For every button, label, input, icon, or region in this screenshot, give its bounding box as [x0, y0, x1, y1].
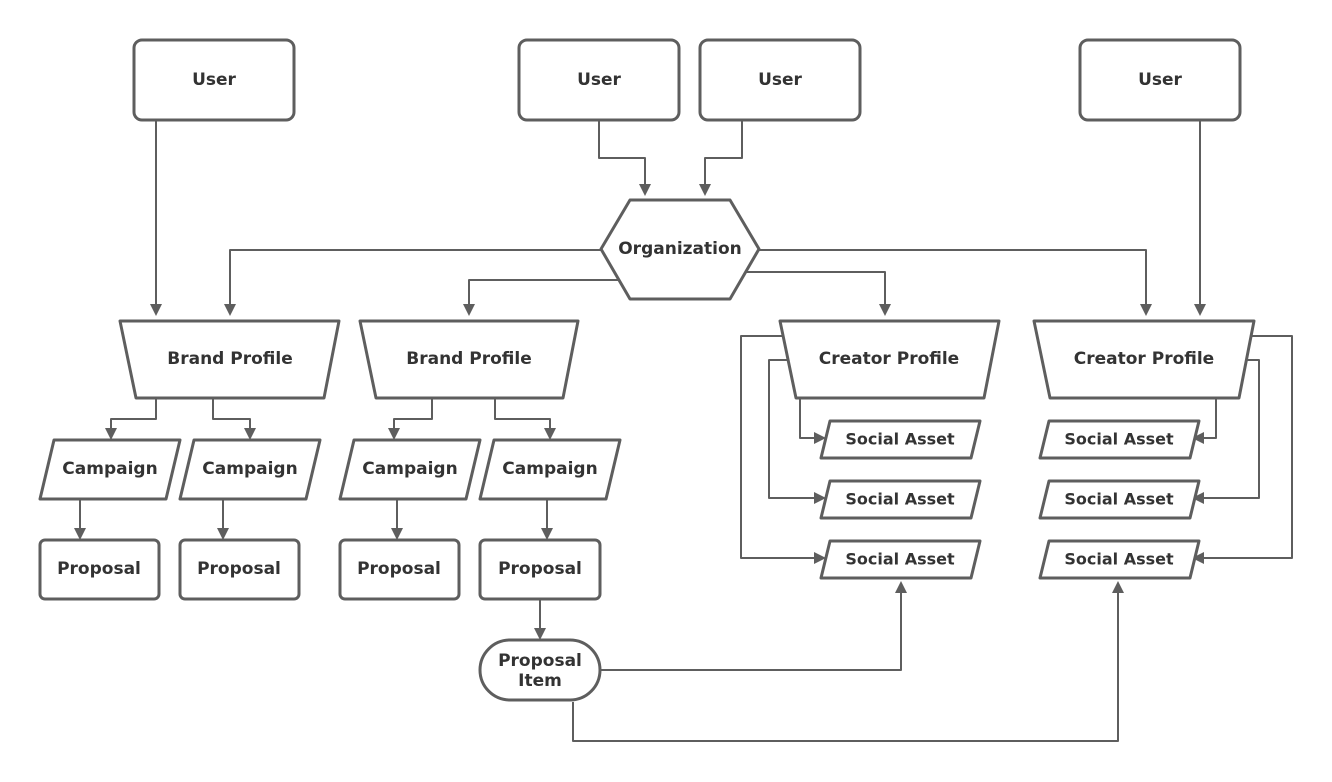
arrowhead — [224, 304, 236, 316]
edge-proposal-item-to-social-asset-6 — [572, 593, 1119, 742]
edge-organization-to-brand-profile-2 — [468, 279, 621, 304]
edge-brand-profile-1-to-campaign-2 — [212, 398, 251, 428]
node-brand-profile-1-label: Brand Profile — [167, 349, 292, 369]
node-social-asset-1-label: Social Asset — [845, 430, 955, 449]
node-user-3[interactable]: User — [698, 38, 862, 122]
node-social-asset-3-label: Social Asset — [845, 550, 955, 569]
arrowhead — [541, 528, 553, 540]
node-user-2-label: User — [577, 70, 621, 90]
arrowhead — [1192, 492, 1204, 504]
node-proposal-1-label: Proposal — [57, 559, 141, 579]
arrowhead — [814, 552, 826, 564]
arrowhead — [879, 304, 891, 316]
node-social-asset-6[interactable]: Social Asset — [1038, 539, 1201, 580]
arrowhead — [699, 184, 711, 196]
edge-creator-profile-2-to-social-asset-4 — [1204, 398, 1217, 439]
node-proposal-3[interactable]: Proposal — [338, 538, 461, 601]
edge-creator-profile-2-to-social-asset-6 — [1204, 335, 1293, 559]
node-creator-profile-1-label: Creator Profile — [819, 349, 959, 369]
node-organization-label: Organization — [618, 239, 742, 259]
node-user-4[interactable]: User — [1078, 38, 1242, 122]
arrowhead — [639, 184, 651, 196]
node-social-asset-4-label: Social Asset — [1064, 430, 1174, 449]
node-social-asset-6-label: Social Asset — [1064, 550, 1174, 569]
arrowhead — [814, 432, 826, 444]
node-proposal-2[interactable]: Proposal — [178, 538, 301, 601]
node-campaign-1[interactable]: Campaign — [38, 438, 182, 501]
node-user-2[interactable]: User — [517, 38, 681, 122]
arrowhead — [544, 428, 556, 440]
arrowhead — [1192, 432, 1204, 444]
node-proposal-1[interactable]: Proposal — [38, 538, 161, 601]
node-user-1[interactable]: User — [132, 38, 296, 122]
edge-organization-to-creator-profile-1 — [741, 271, 886, 304]
node-user-4-label: User — [1138, 70, 1182, 90]
node-proposal-item-label-line1: Proposal — [498, 651, 582, 671]
node-brand-profile-2[interactable]: Brand Profile — [358, 319, 580, 400]
node-social-asset-5[interactable]: Social Asset — [1038, 479, 1201, 520]
node-organization[interactable]: Organization — [599, 198, 761, 301]
node-proposal-3-label: Proposal — [357, 559, 441, 579]
edge-brand-profile-1-to-campaign-1 — [110, 398, 157, 428]
node-campaign-4-label: Campaign — [502, 459, 597, 479]
node-creator-profile-2-label: Creator Profile — [1074, 349, 1214, 369]
arrowhead — [534, 628, 546, 640]
node-social-asset-2-label: Social Asset — [845, 490, 955, 509]
arrowhead — [1140, 304, 1152, 316]
node-proposal-4-label: Proposal — [498, 559, 582, 579]
arrowhead — [150, 304, 162, 316]
node-campaign-2-label: Campaign — [202, 459, 297, 479]
node-proposal-item-label-line2: Item — [518, 671, 562, 691]
edge-user-3-to-organization — [704, 121, 743, 184]
edge-creator-profile-1-to-social-asset-3 — [740, 335, 814, 559]
node-social-asset-3[interactable]: Social Asset — [819, 539, 982, 580]
node-social-asset-2[interactable]: Social Asset — [819, 479, 982, 520]
arrowhead — [1112, 581, 1124, 593]
node-social-asset-5-label: Social Asset — [1064, 490, 1174, 509]
arrowhead — [217, 528, 229, 540]
node-user-3-label: User — [758, 70, 802, 90]
node-brand-profile-2-label: Brand Profile — [406, 349, 531, 369]
edge-user-2-to-organization — [598, 121, 646, 184]
arrowhead — [244, 428, 256, 440]
edge-proposal-item-to-social-asset-3 — [601, 593, 902, 671]
edge-organization-to-brand-profile-1 — [229, 249, 603, 304]
node-campaign-4[interactable]: Campaign — [478, 438, 622, 501]
arrowhead — [814, 492, 826, 504]
node-campaign-1-label: Campaign — [62, 459, 157, 479]
node-creator-profile-1[interactable]: Creator Profile — [778, 319, 1001, 400]
node-creator-profile-2[interactable]: Creator Profile — [1032, 319, 1256, 400]
node-user-1-label: User — [192, 70, 236, 90]
edge-creator-profile-2-to-social-asset-5 — [1204, 359, 1260, 499]
node-campaign-3[interactable]: Campaign — [338, 438, 482, 501]
edge-creator-profile-1-to-social-asset-1 — [799, 398, 814, 439]
node-brand-profile-1[interactable]: Brand Profile — [118, 319, 341, 400]
node-proposal-4[interactable]: Proposal — [478, 538, 602, 601]
node-campaign-3-label: Campaign — [362, 459, 457, 479]
edge-organization-to-creator-profile-2 — [757, 249, 1147, 304]
edge-brand-profile-2-to-campaign-3 — [393, 398, 433, 428]
connectors — [74, 121, 1293, 742]
arrowhead — [463, 304, 475, 316]
arrowhead — [388, 428, 400, 440]
arrowhead — [74, 528, 86, 540]
node-social-asset-4[interactable]: Social Asset — [1038, 419, 1201, 460]
node-proposal-2-label: Proposal — [197, 559, 281, 579]
node-campaign-2[interactable]: Campaign — [178, 438, 322, 501]
arrowhead — [391, 528, 403, 540]
arrowhead — [1192, 552, 1204, 564]
edge-brand-profile-2-to-campaign-4 — [494, 398, 551, 428]
node-proposal-item[interactable]: Proposal Item — [478, 638, 602, 702]
arrowhead — [1194, 304, 1206, 316]
arrowhead — [895, 581, 907, 593]
arrowhead — [105, 428, 117, 440]
edge-creator-profile-1-to-social-asset-2 — [768, 359, 814, 499]
node-social-asset-1[interactable]: Social Asset — [819, 419, 982, 460]
